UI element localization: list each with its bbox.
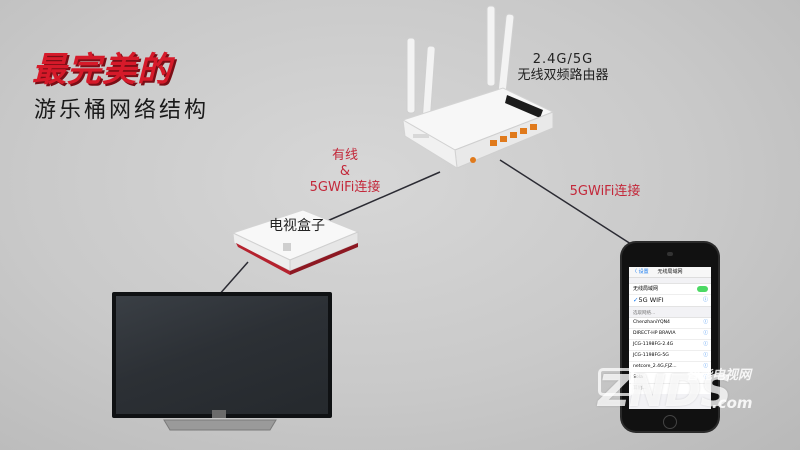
info-icon[interactable]: ⓘ: [702, 297, 708, 303]
wifi-toggle-row[interactable]: 无线局域网: [629, 284, 711, 295]
tv-box-label: 电视盒子: [269, 218, 325, 234]
phone-screen: 〈 设置 无线局域网 无线局域网 ✓5G WIFI ⓘ 选取网络... Chen…: [629, 267, 711, 409]
network-list-item[interactable]: JCG-1198FG-2.4G ⓘ: [629, 340, 711, 351]
phone-nav-title: 无线局域网: [657, 269, 683, 275]
tv-screen: [112, 292, 332, 418]
router-label-line1: 2.4G/5G: [532, 52, 594, 67]
network-name: ChenzhaniYQN4: [633, 320, 670, 325]
tv-logo-icon: [598, 368, 634, 396]
tv-box-icon: [231, 209, 360, 275]
network-section-header: 选取网络...: [633, 311, 656, 316]
phone-connection-label: 5GWiFi连接: [569, 184, 641, 199]
info-icon[interactable]: ⓘ: [703, 364, 708, 369]
info-icon[interactable]: ⓘ: [703, 375, 708, 380]
router-label-line2: 无线双频路由器: [517, 68, 609, 83]
phone-home-button: [663, 415, 677, 429]
info-icon[interactable]: ⓘ: [703, 342, 708, 347]
network-list-item[interactable]: DIRECT-HP BRAVIA ⓘ: [629, 329, 711, 340]
connected-network-row[interactable]: ✓5G WIFI ⓘ: [633, 296, 708, 304]
wired-label-line2: &: [339, 164, 351, 179]
page-subtitle: 游乐桶网络结构: [34, 98, 210, 123]
network-name: DIRECT-HP BRAVIA: [633, 331, 676, 336]
wifi-toggle-label: 无线局域网: [633, 286, 659, 292]
phone-speaker: [667, 252, 673, 256]
wired-label-line3: 5GWiFi连接: [309, 180, 381, 195]
wired-label-line1: 有线: [331, 148, 358, 163]
page-title: 最完美的: [32, 50, 172, 90]
phone-back-button[interactable]: 〈 设置: [632, 269, 649, 275]
network-list: ChenzhaniYQN4 ⓘ DIRECT-HP BRAVIA ⓘ JCG-119…: [629, 317, 711, 394]
phone: 〈 设置 无线局域网 无线局域网 ✓5G WIFI ⓘ 选取网络... Chen…: [622, 243, 718, 431]
router-to-tvbox-line: [317, 171, 441, 226]
router-to-phone-line: [499, 159, 646, 254]
router-label: 2.4G/5G 无线双频路由器: [508, 52, 618, 84]
network-name: JCG-1198FG-5G: [633, 353, 669, 358]
watermark-brand: ZNDS: [598, 366, 732, 417]
router-icon: [401, 5, 555, 169]
network-list-item[interactable]: ChenzhaniYQN4 ⓘ: [629, 318, 711, 329]
wifi-toggle-switch[interactable]: [697, 286, 708, 292]
connected-network-name: 5G WIFI: [638, 296, 664, 304]
tv-stand: [163, 410, 277, 431]
network-list-item-other[interactable]: 其他...: [629, 384, 711, 394]
network-list-item[interactable]: Sola ⓘ: [629, 373, 711, 384]
watermark-domain: .com: [712, 394, 753, 412]
wired-connection-label: 有线 & 5GWiFi连接: [300, 148, 390, 196]
network-name: JCG-1198FG-2.4G: [633, 342, 674, 347]
tvbox-to-tv-line: [217, 261, 249, 297]
network-name: Sola: [633, 375, 643, 380]
phone-nav-bar: 〈 设置 无线局域网: [629, 267, 711, 278]
watermark-tag: 智能电视网: [686, 368, 752, 383]
network-name: netcore_2.4G,FJZ...: [633, 364, 677, 369]
network-list-item[interactable]: netcore_2.4G,FJZ... ⓘ: [629, 362, 711, 373]
network-list-item[interactable]: JCG-1198FG-5G ⓘ: [629, 351, 711, 362]
info-icon[interactable]: ⓘ: [703, 320, 708, 325]
info-icon[interactable]: ⓘ: [703, 353, 708, 358]
info-icon[interactable]: ⓘ: [703, 331, 708, 336]
network-name: 其他...: [633, 386, 647, 391]
